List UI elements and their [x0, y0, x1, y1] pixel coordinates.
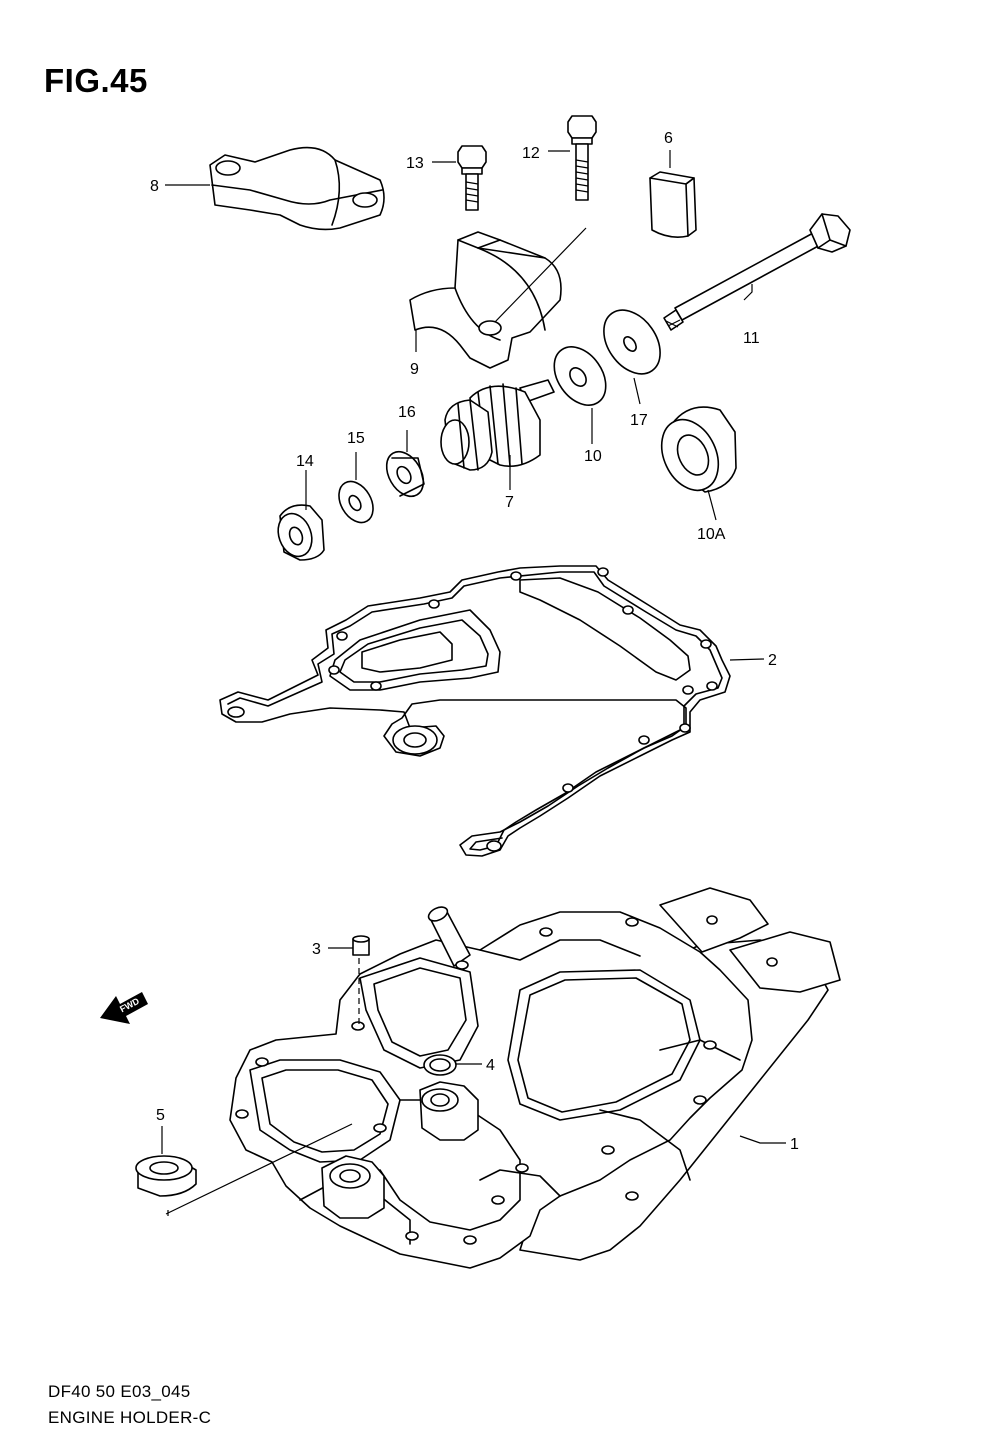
part-5-oil-seal	[135, 1123, 353, 1216]
part-1-engine-holder	[229, 887, 841, 1269]
part-7-gear-shaft	[440, 379, 555, 471]
callout-8: 8	[150, 178, 159, 195]
fwd-direction-arrow-icon: FWD	[100, 992, 148, 1024]
part-15-washer	[338, 480, 374, 524]
part-16-washer	[385, 450, 425, 498]
part-3-dowel-pin	[352, 935, 370, 1026]
callout-12: 12	[522, 145, 540, 162]
callout-9: 9	[410, 361, 419, 378]
figure-title: FIG.45	[44, 62, 148, 99]
figure-name: ENGINE HOLDER-C	[48, 1408, 212, 1427]
callout-1: 1	[790, 1136, 799, 1153]
part-10a-bushing	[660, 406, 737, 493]
part-2-gasket	[219, 565, 731, 857]
part-10-washer	[553, 346, 607, 406]
part-14-collar	[277, 504, 325, 561]
part-9-lower-clamp	[409, 227, 587, 369]
part-6-plate	[649, 171, 697, 238]
callout-2: 2	[768, 652, 777, 669]
part-12-bolt	[567, 115, 597, 201]
callout-3: 3	[312, 941, 321, 958]
leader-lines	[161, 150, 786, 1154]
callout-17: 17	[630, 412, 648, 429]
callout-labels: 8 13 12 6 11 9 17 10 16 15 14 7 10A 2 3 …	[150, 130, 799, 1153]
callout-5: 5	[156, 1107, 165, 1124]
callout-7: 7	[505, 494, 514, 511]
callout-10: 10	[584, 448, 602, 465]
callout-6: 6	[664, 130, 673, 147]
callout-11: 11	[743, 330, 760, 347]
callout-4: 4	[486, 1057, 495, 1074]
callout-10a: 10A	[697, 526, 726, 543]
callout-15: 15	[347, 430, 365, 447]
callout-14: 14	[296, 453, 314, 470]
part-4-o-ring	[423, 1054, 457, 1076]
part-13-bolt	[457, 145, 487, 211]
part-17-washer	[603, 309, 661, 375]
part-8-upper-clamp	[209, 146, 385, 231]
part-11-shaft-bolt	[663, 213, 851, 331]
figure-code: DF40 50 E03_045	[48, 1382, 191, 1401]
callout-16: 16	[398, 404, 416, 421]
callout-13: 13	[406, 155, 424, 172]
